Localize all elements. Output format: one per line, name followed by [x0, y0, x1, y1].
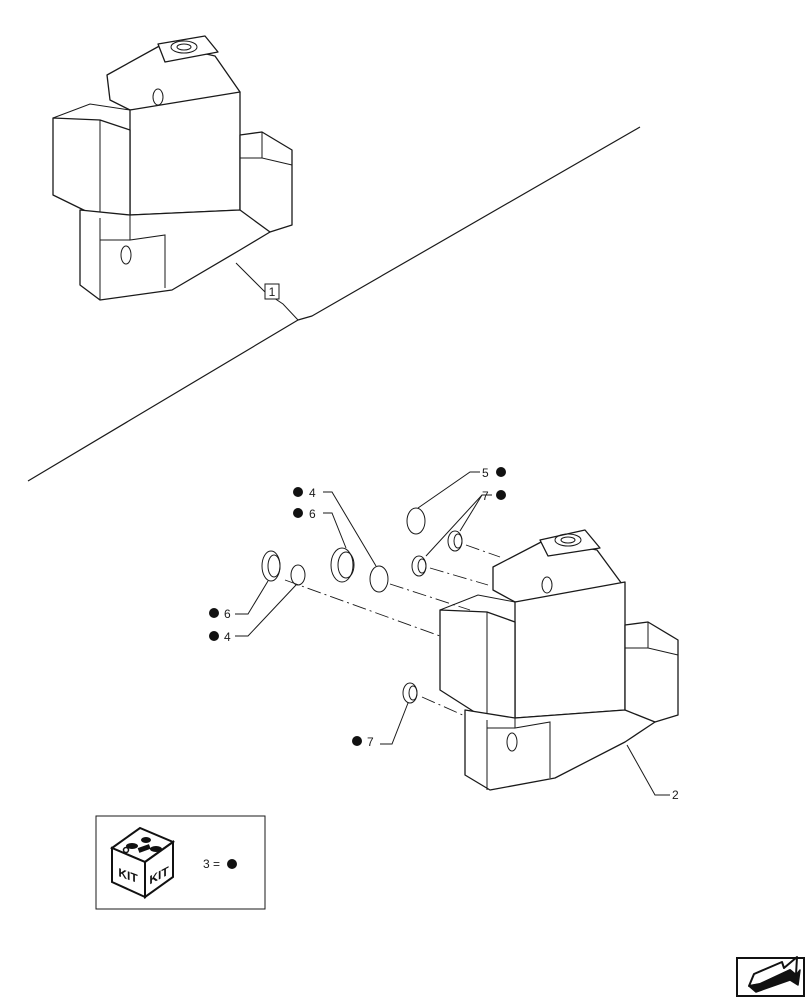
callout-4-top: 4	[293, 486, 316, 500]
svg-text:4: 4	[224, 630, 231, 644]
callout-2: 2	[672, 788, 679, 802]
callout-5: 5	[482, 466, 506, 480]
kit-equation: 3 =	[203, 857, 220, 871]
kit-legend: KIT KIT 3 =	[95, 815, 266, 910]
svg-text:4: 4	[309, 486, 316, 500]
kit-box-icon: KIT KIT	[109, 826, 176, 899]
next-page-arrow-icon[interactable]	[736, 956, 805, 997]
valve-block-top	[52, 35, 293, 301]
callout-7-top: 7	[482, 489, 506, 503]
svg-text:7: 7	[482, 489, 489, 503]
callout-6-top: 6	[293, 507, 316, 521]
center-lines	[284, 544, 501, 717]
leader-2	[626, 744, 670, 796]
valve-block-bottom	[439, 529, 679, 791]
svg-text:7: 7	[367, 735, 374, 749]
svg-text:1: 1	[269, 285, 276, 299]
leader-lines	[235, 471, 492, 745]
separator-line	[27, 126, 641, 482]
svg-text:6: 6	[309, 507, 316, 521]
seal-rings	[261, 507, 463, 704]
callout-7-bottom: 7	[352, 735, 374, 749]
svg-text:5: 5	[482, 466, 489, 480]
svg-text:6: 6	[224, 607, 231, 621]
kit-dot	[227, 859, 237, 869]
callout-1: 1	[264, 283, 280, 300]
callout-4-left: 4	[209, 630, 231, 644]
callout-6-left: 6	[209, 607, 231, 621]
